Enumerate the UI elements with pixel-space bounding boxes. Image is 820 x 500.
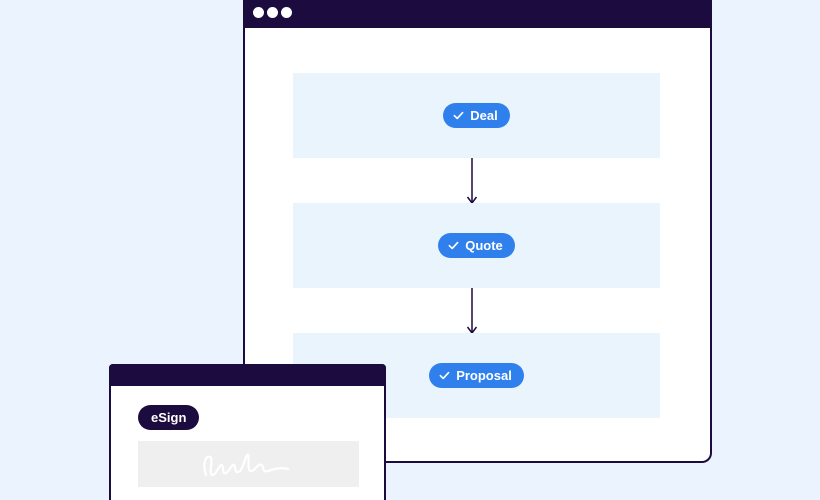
window-titlebar bbox=[243, 0, 712, 28]
deal-pill-button[interactable]: Deal bbox=[443, 103, 510, 128]
signature-icon bbox=[203, 453, 290, 477]
workflow-step-deal: Deal bbox=[293, 73, 660, 158]
arrow-down-icon bbox=[466, 158, 478, 204]
window-dot-icon[interactable] bbox=[281, 7, 292, 18]
workflow-step-quote: Quote bbox=[293, 203, 660, 288]
step-label: Proposal bbox=[456, 368, 512, 383]
arrow-down-icon bbox=[466, 288, 478, 334]
check-icon bbox=[448, 241, 459, 250]
esign-badge[interactable]: eSign bbox=[138, 405, 200, 430]
quote-pill-button[interactable]: Quote bbox=[438, 233, 515, 258]
window-dot-icon[interactable] bbox=[253, 7, 264, 18]
signature-field[interactable] bbox=[138, 441, 359, 487]
proposal-pill-button[interactable]: Proposal bbox=[429, 363, 524, 388]
esign-window: eSign bbox=[109, 364, 386, 500]
esign-titlebar bbox=[109, 364, 386, 386]
check-icon bbox=[439, 371, 450, 380]
window-dot-icon[interactable] bbox=[267, 7, 278, 18]
check-icon bbox=[453, 111, 464, 120]
step-label: Deal bbox=[470, 108, 498, 123]
step-label: Quote bbox=[465, 238, 503, 253]
